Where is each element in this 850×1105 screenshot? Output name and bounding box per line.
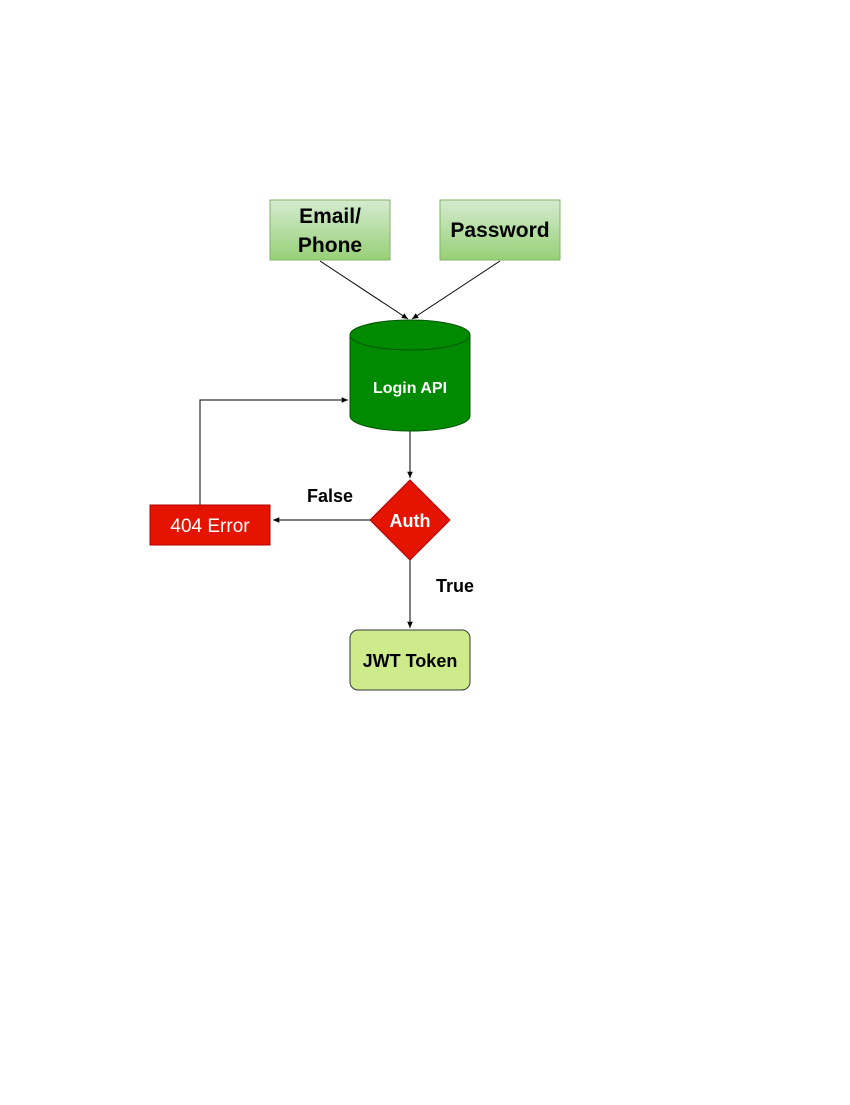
node-jwt-token: JWT Token: [349, 629, 471, 691]
edge-label-true: True: [436, 576, 474, 596]
email-phone-box: [269, 199, 391, 261]
jwt-token-label: JWT Token: [363, 651, 458, 671]
auth-label: Auth: [390, 511, 431, 531]
login-api-cylinder-top: [349, 319, 471, 351]
edge-password-to-login: [411, 260, 501, 320]
jwt-token-box: [349, 629, 471, 691]
auth-diamond: [369, 479, 451, 561]
edge-label-false: False: [307, 486, 353, 506]
password-label: Password: [450, 219, 549, 242]
edge-error-to-login: [199, 397, 348, 505]
edge-email-to-login: [319, 260, 409, 320]
password-box: [439, 199, 561, 261]
email-phone-label-line2: Phone: [298, 234, 362, 257]
edges: [199, 260, 501, 628]
error-box: [149, 504, 271, 546]
email-phone-label-line1: Email/: [299, 205, 361, 228]
error-label: 404 Error: [170, 516, 250, 537]
node-email-phone: Email/ Phone: [269, 199, 391, 261]
node-password: Password: [439, 199, 561, 261]
node-error: 404 Error: [149, 504, 271, 546]
node-login-api: Login API: [349, 319, 471, 432]
node-auth: Auth: [369, 479, 451, 561]
login-api-cylinder-body: [349, 335, 471, 432]
login-api-label: Login API: [373, 380, 447, 397]
